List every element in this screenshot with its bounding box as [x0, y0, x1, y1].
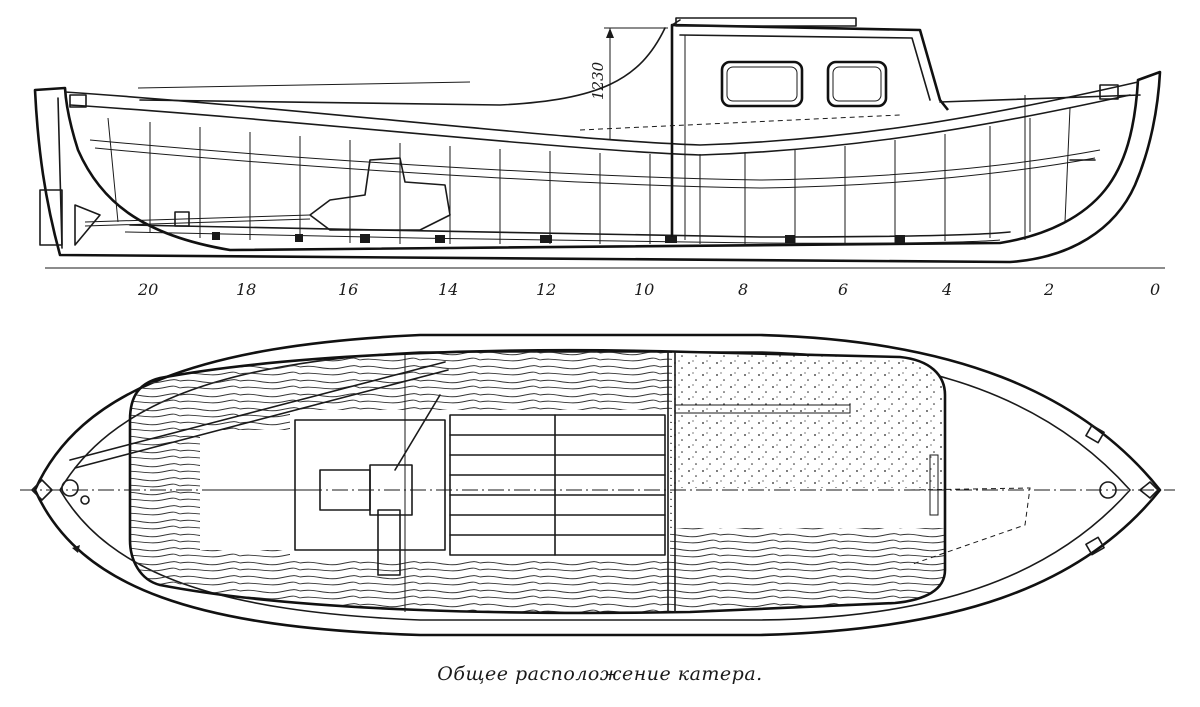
propeller: [74, 204, 101, 246]
bow-fitting: [1099, 481, 1117, 499]
engine-side: [39, 157, 451, 246]
frame-number: 8: [738, 280, 748, 299]
frame-number: 4: [941, 280, 952, 299]
frame-station-numbers: 20 18 16 14 12 10 8 6 4 2 0: [137, 280, 1160, 299]
cabin-roof-rail: [675, 17, 857, 27]
frame-number: 12: [536, 280, 556, 299]
cabin: [579, 17, 1141, 240]
frame-number: 6: [838, 280, 848, 299]
side-elevation-view: 1230: [33, 17, 1165, 269]
plan-view: [20, 333, 1175, 637]
porthole-aft: [720, 60, 804, 108]
hull-outer-profile: [33, 70, 1162, 264]
floorboards: [294, 414, 666, 556]
floor-timbers: [212, 232, 905, 243]
windshield-and-dimension: 1230: [137, 27, 668, 140]
hull-frames: [107, 107, 1071, 244]
frame-number: 0: [1150, 280, 1160, 299]
frame-number: 18: [236, 280, 256, 299]
frame-number: 14: [438, 280, 458, 299]
frame-number: 16: [338, 280, 358, 299]
frame-number: 10: [634, 280, 654, 299]
frame-number: 20: [137, 280, 158, 299]
frame-number: 2: [1043, 280, 1054, 299]
rudder: [39, 189, 63, 246]
sheer-line: [64, 81, 1139, 146]
cockpit-coaming: [128, 348, 947, 615]
stern-fitting: [61, 479, 79, 497]
porthole-fwd: [826, 60, 888, 108]
height-dimension-label: 1230: [589, 61, 607, 100]
drawing-caption: Общее расположение катера.: [437, 663, 763, 685]
